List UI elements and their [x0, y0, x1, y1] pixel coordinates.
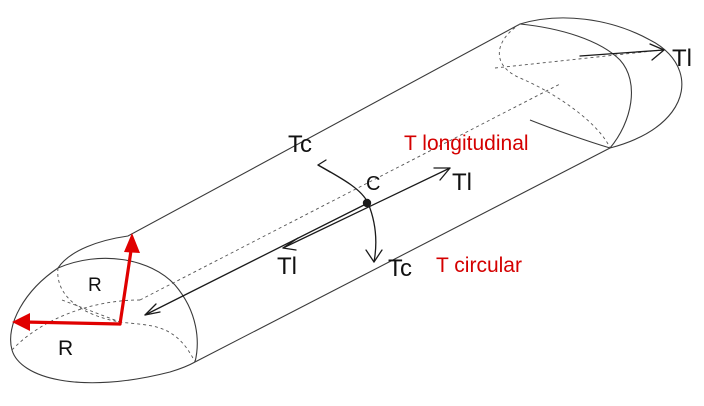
cylinder-outline [10, 17, 683, 384]
radius-vectors [12, 233, 140, 331]
arrow-head-tc-bottom [365, 249, 383, 263]
annotation-t-longitudinal: T longitudinal [404, 132, 529, 155]
center-point [362, 198, 372, 208]
axis-hidden-right [494, 49, 663, 69]
label-tl-lower: Tl [277, 253, 297, 280]
horizontal-vector-r [22, 320, 122, 326]
axis-hidden-left [61, 299, 121, 323]
right-dome [609, 39, 683, 149]
label-r-radial: R [88, 275, 102, 296]
back-generator-hidden [139, 83, 561, 301]
label-tl-center: Tl [452, 169, 472, 196]
horizontal-vector-head [12, 313, 30, 331]
label-center-c: C [366, 173, 380, 195]
hidden-edges [11, 23, 663, 363]
annotation-t-circular: T circular [436, 254, 522, 277]
left-dome [10, 267, 196, 384]
right-tl-arrow [579, 43, 665, 61]
arrow-head-tl-center [433, 167, 451, 181]
left-dome-hidden [11, 299, 141, 351]
arrow-head-tc-top [317, 159, 331, 173]
left-seam-ring [57, 257, 198, 363]
label-tl-right: Tl [672, 45, 692, 72]
bottom-generator-line [194, 147, 611, 363]
label-tc-top: Tc [288, 131, 312, 158]
label-r-horizontal: R [58, 337, 73, 360]
right-end-ring [529, 119, 611, 149]
right-seam-ring [519, 23, 632, 149]
radial-vector-r [118, 242, 134, 326]
top-generator-line [57, 17, 651, 269]
force-labels: Tl Tc Tl C Tl Tc R R [58, 45, 692, 360]
label-tc-bottom: Tc [388, 255, 412, 282]
lower-tl-arrow [144, 203, 367, 316]
right-inner-ring-hidden [498, 23, 611, 149]
radial-vector-head [124, 233, 140, 253]
center-arrows [282, 159, 451, 263]
annotations: T longitudinal T circular [404, 132, 529, 277]
